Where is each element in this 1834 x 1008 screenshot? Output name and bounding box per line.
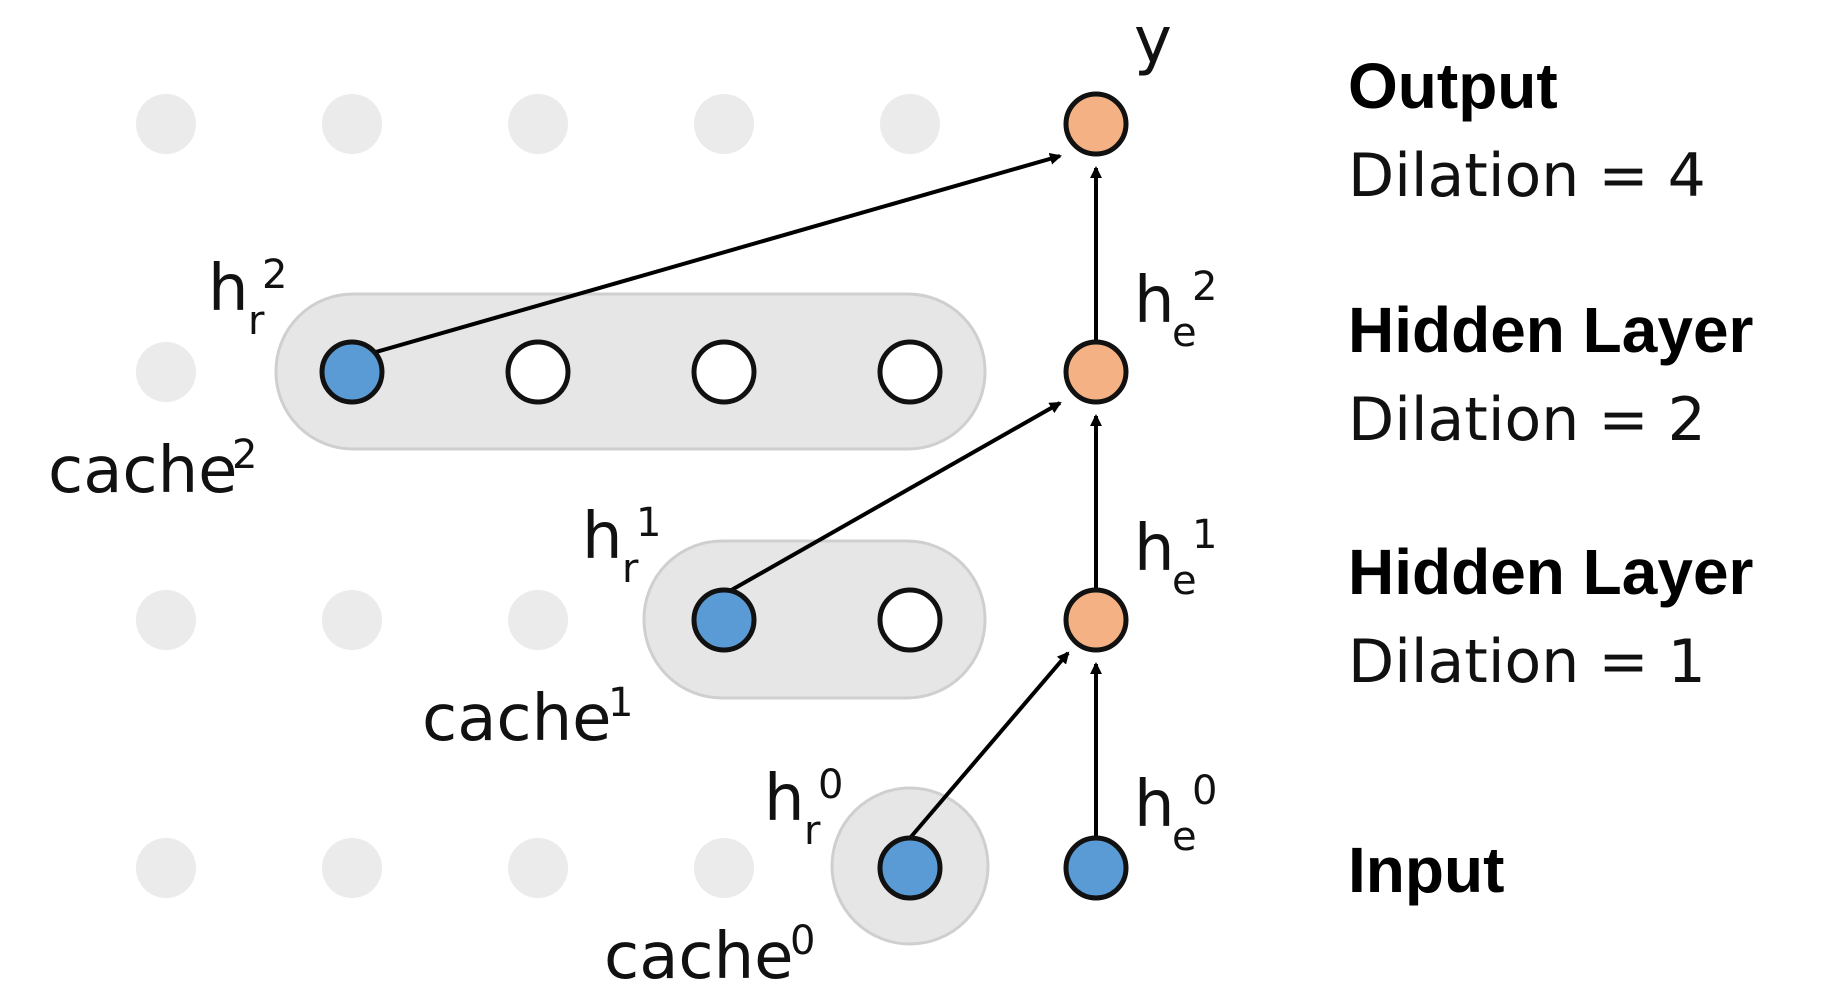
output-dilation: Dilation = 4 bbox=[1348, 141, 1706, 211]
node-he2 bbox=[1063, 339, 1129, 405]
node-hr2 bbox=[319, 339, 385, 405]
label-he0-sub: e bbox=[1172, 814, 1197, 860]
label-hr2-base: h bbox=[208, 252, 249, 326]
node-hr1 bbox=[691, 587, 757, 653]
edge-hr2-to-y bbox=[354, 152, 1062, 360]
node-hr0 bbox=[877, 835, 943, 901]
ghost-node bbox=[136, 342, 196, 402]
label-he2-base: h bbox=[1134, 264, 1175, 338]
node-cache2-empty bbox=[505, 339, 571, 405]
label-hr0-sub: r bbox=[804, 808, 821, 854]
ghost-node bbox=[136, 94, 196, 154]
edge-hr1-to-he2 bbox=[727, 401, 1062, 594]
label-cache0-base: cache bbox=[604, 920, 794, 994]
ghost-node bbox=[322, 590, 382, 650]
label-cache0-sup: 0 bbox=[790, 918, 815, 964]
node-cache2-empty bbox=[691, 339, 757, 405]
hidden-layer-1-dilation: Dilation = 1 bbox=[1348, 627, 1706, 697]
ghost-node bbox=[322, 838, 382, 898]
ghost-node bbox=[508, 838, 568, 898]
label-he2-sub: e bbox=[1172, 310, 1197, 356]
label-he0: h e 0 bbox=[1134, 768, 1217, 860]
label-cache1-base: cache bbox=[422, 682, 612, 756]
label-he1-base: h bbox=[1134, 512, 1175, 586]
label-hr0-base: h bbox=[764, 762, 805, 836]
label-y: y bbox=[1134, 4, 1172, 78]
label-cache2: cache 2 bbox=[48, 432, 257, 508]
ghost-node bbox=[694, 94, 754, 154]
label-he0-sup: 0 bbox=[1192, 768, 1217, 814]
label-hr2-sub: r bbox=[248, 298, 265, 344]
label-hr2-sup: 2 bbox=[262, 252, 287, 298]
ghost-node bbox=[136, 838, 196, 898]
node-cache2-empty bbox=[877, 339, 943, 405]
label-hr1-sub: r bbox=[622, 546, 639, 592]
hidden-layer-2-title: Hidden Layer bbox=[1348, 294, 1753, 366]
ghost-node bbox=[508, 94, 568, 154]
node-y bbox=[1063, 91, 1129, 157]
ghost-node bbox=[322, 94, 382, 154]
label-cache1-sup: 1 bbox=[608, 680, 633, 726]
label-he1-sub: e bbox=[1172, 558, 1197, 604]
ghost-node bbox=[136, 590, 196, 650]
label-cache2-base: cache bbox=[48, 434, 238, 508]
node-he1 bbox=[1063, 587, 1129, 653]
layer-legend: Output Dilation = 4 Hidden Layer Dilatio… bbox=[1348, 50, 1753, 906]
label-cache2-sup: 2 bbox=[232, 432, 257, 478]
edge-hr0-to-he1 bbox=[908, 651, 1070, 840]
node-he0 bbox=[1063, 835, 1129, 901]
edges bbox=[354, 152, 1102, 840]
ghost-node bbox=[880, 94, 940, 154]
label-hr2: h r 2 bbox=[208, 252, 287, 344]
label-he2-sup: 2 bbox=[1192, 264, 1217, 310]
label-hr1: h r 1 bbox=[582, 500, 661, 592]
input-title: Input bbox=[1348, 834, 1504, 906]
ghost-node bbox=[508, 590, 568, 650]
active-nodes bbox=[319, 91, 1129, 901]
hidden-layer-2-dilation: Dilation = 2 bbox=[1348, 385, 1706, 455]
ghost-nodes bbox=[136, 94, 940, 898]
cache-2-box bbox=[274, 292, 987, 451]
label-he0-base: h bbox=[1134, 768, 1175, 842]
label-hr0: h r 0 bbox=[764, 762, 843, 854]
label-hr0-sup: 0 bbox=[818, 762, 843, 808]
hidden-layer-1-title: Hidden Layer bbox=[1348, 536, 1753, 608]
output-title: Output bbox=[1348, 50, 1558, 122]
label-he2: h e 2 bbox=[1134, 264, 1217, 356]
label-hr1-sup: 1 bbox=[636, 500, 661, 546]
ghost-node bbox=[694, 838, 754, 898]
label-cache0: cache 0 bbox=[604, 918, 815, 994]
label-he1: h e 1 bbox=[1134, 512, 1217, 604]
node-cache1-empty bbox=[877, 587, 943, 653]
label-hr1-base: h bbox=[582, 500, 623, 574]
label-cache1: cache 1 bbox=[422, 680, 633, 756]
label-he1-sup: 1 bbox=[1192, 512, 1217, 558]
